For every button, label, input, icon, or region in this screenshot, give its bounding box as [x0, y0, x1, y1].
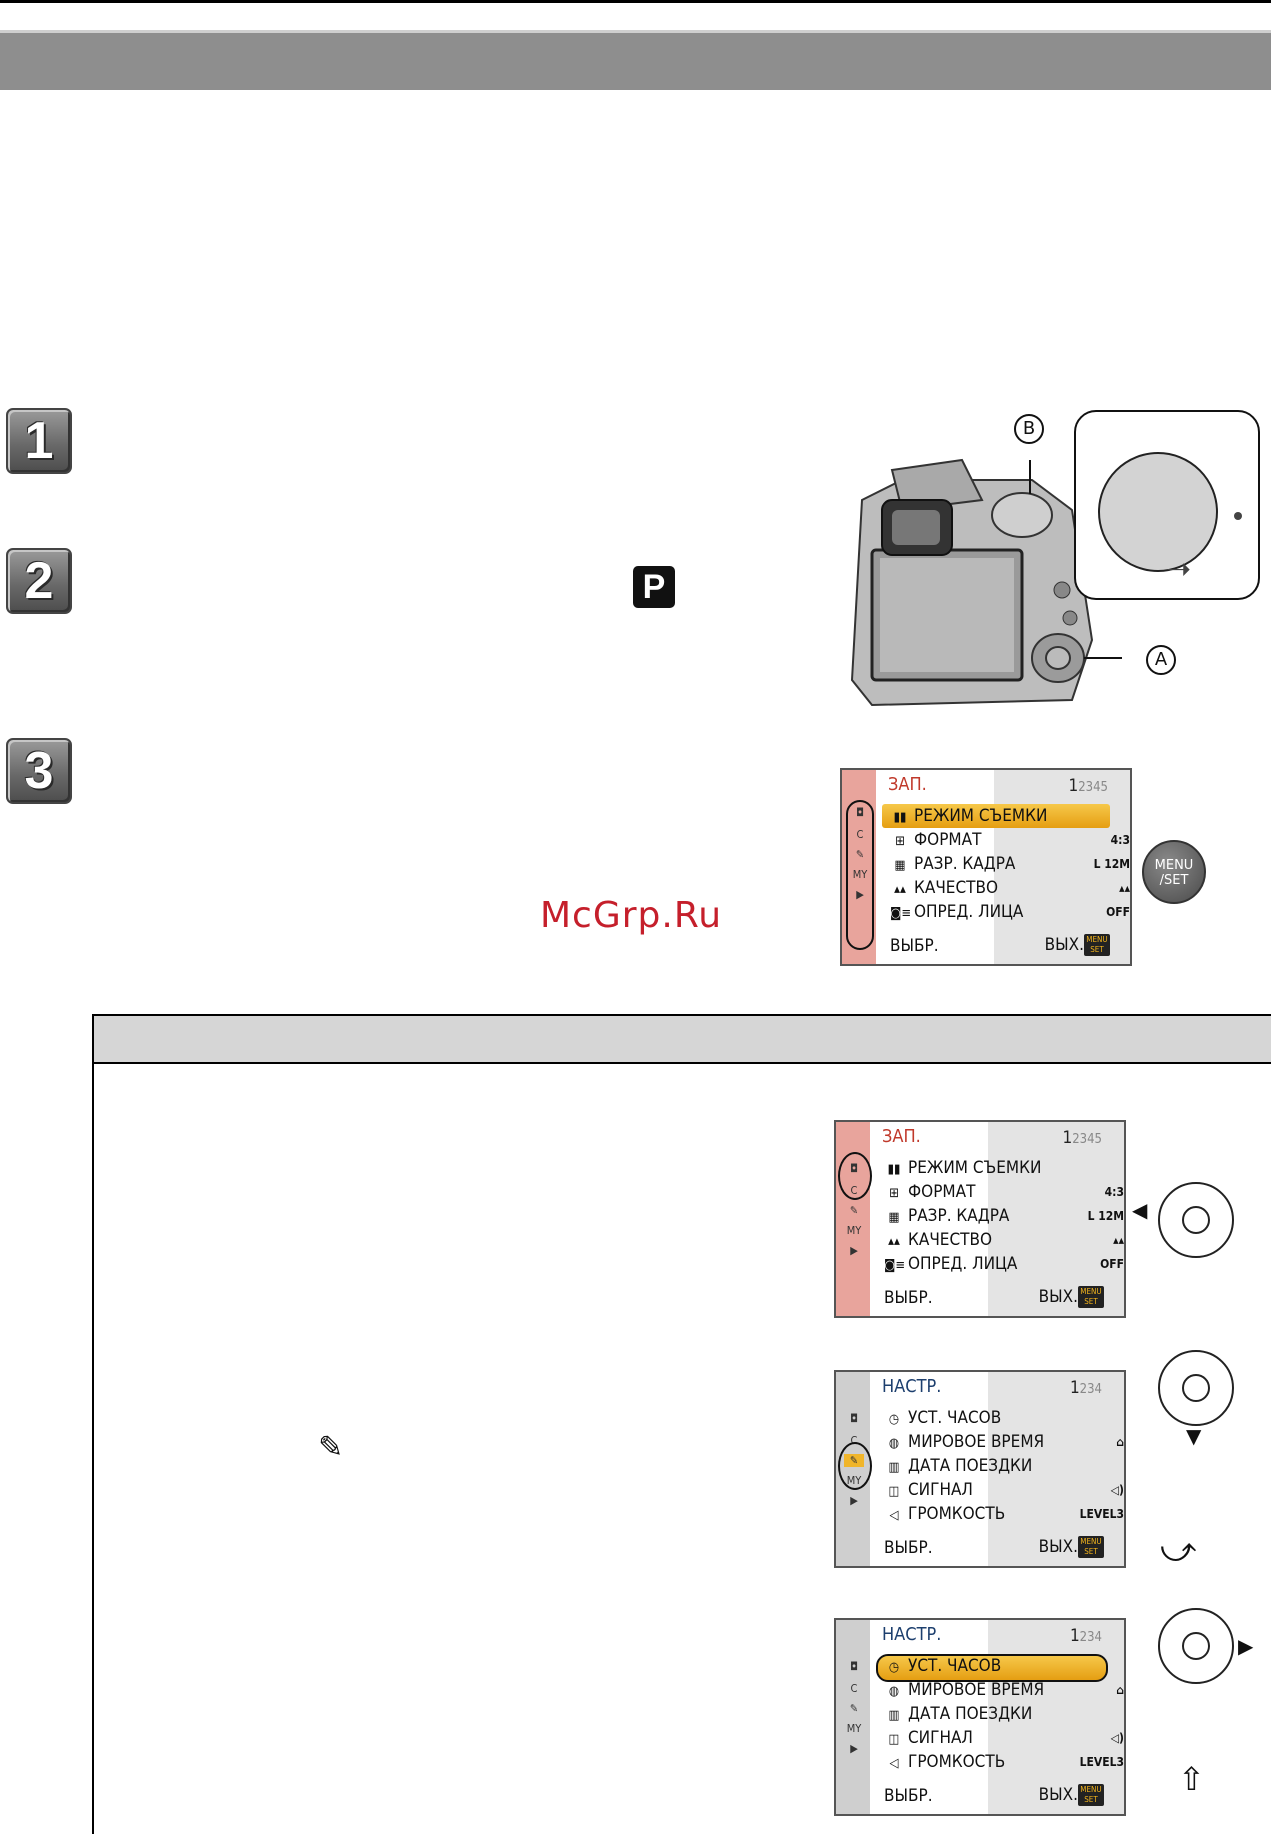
menu-row[interactable]: ◫СИГНАЛ◁) — [888, 1728, 1124, 1748]
note-box — [92, 1014, 1271, 1834]
my-menu-tab-icon: MY — [846, 1722, 862, 1735]
menu-row[interactable]: ▥ДАТА ПОЕЗДКИ — [888, 1704, 1033, 1724]
menu-row[interactable]: ◷УСТ. ЧАСОВ — [888, 1408, 1002, 1428]
select-hint: ВЫБР. — [884, 1288, 933, 1308]
select-hint: ВЫБР. — [890, 936, 939, 956]
setup-tab-icon: ✎ — [849, 1204, 859, 1217]
setup-menu-screen: НАСТР. 1234 ◘ C ✎ MY ▶ ◷УСТ. ЧАСОВ ◍МИРО… — [834, 1370, 1126, 1568]
menu-title: ЗАП. — [888, 774, 927, 795]
menu-row[interactable]: ▴▴КАЧЕСТВО▴▴ — [888, 1230, 1124, 1250]
step-1-badge: 1 — [6, 408, 72, 474]
left-arrow-icon: ◀ — [1132, 1198, 1148, 1222]
menu-row[interactable]: ▮▮РЕЖИМ СЪЕМКИ — [893, 806, 1048, 826]
select-hint: ВЫБР. — [884, 1538, 933, 1558]
page-indicator: 1234 — [1069, 1378, 1102, 1398]
down-arrow-icon: ▼ — [1186, 1424, 1202, 1448]
rec-menu-screen: ЗАП. 12345 ◘ C ✎ MY ▶ ▮▮РЕЖИМ СЪЕМКИ ⊞ФО… — [840, 768, 1132, 966]
section-header-bar — [0, 30, 1271, 90]
menu-title: ЗАП. — [882, 1126, 921, 1147]
playback-tab-icon: ▶ — [850, 1244, 858, 1257]
custom-tab-icon: C — [850, 1434, 858, 1447]
rec-tab-icon: ◘ — [850, 1660, 858, 1673]
selected-row-highlight — [882, 804, 1110, 828]
my-menu-tab-icon: MY — [846, 1224, 862, 1237]
page-indicator: 12345 — [1068, 776, 1109, 796]
menu-row[interactable]: ◫СИГНАЛ◁) — [888, 1480, 1124, 1500]
my-menu-tab-icon: MY — [852, 868, 868, 881]
step-2-badge: 2 — [6, 548, 72, 614]
note-box-header — [94, 1016, 1271, 1064]
menu-title: НАСТР. — [882, 1624, 942, 1645]
right-arrow-icon: ▶ — [1238, 1634, 1254, 1658]
up-arrow-icon: ⇧ — [1178, 1760, 1205, 1798]
tab-highlight-circle — [838, 1442, 872, 1490]
step-3-badge: 3 — [6, 738, 72, 804]
rec-tab-icon: ◘ — [850, 1412, 858, 1425]
selected-row-highlight — [876, 1654, 1108, 1682]
cursor-pad-icon[interactable] — [1158, 1608, 1234, 1684]
menu-row[interactable]: ▴▴КАЧЕСТВО▴▴ — [894, 878, 1130, 898]
setup-tab-icon: ✎ — [849, 1702, 859, 1715]
callout-b: B — [1014, 414, 1044, 444]
camera-illustration — [832, 440, 1142, 710]
cursor-pad-icon[interactable] — [1158, 1182, 1234, 1258]
menu-row[interactable]: ◷УСТ. ЧАСОВ — [888, 1656, 1002, 1676]
playback-tab-icon: ▶ — [850, 1742, 858, 1755]
menu-row[interactable]: ▥ДАТА ПОЕЗДКИ — [888, 1456, 1033, 1476]
cursor-pad-icon[interactable] — [1158, 1350, 1234, 1426]
setup-menu-screen-2: НАСТР. 1234 ◘ C ✎ MY ▶ ◷УСТ. ЧАСОВ ◍МИРО… — [834, 1618, 1126, 1816]
custom-tab-icon: C — [850, 1682, 858, 1695]
watermark: McGrp.Ru — [540, 895, 723, 936]
program-mode-p-icon: P — [633, 566, 675, 608]
select-hint: ВЫБР. — [884, 1786, 933, 1806]
menu-row[interactable]: ▮▮РЕЖИМ СЪЕМКИ — [887, 1158, 1042, 1178]
playback-tab-icon: ▶ — [850, 1494, 858, 1507]
menu-row[interactable]: ◍МИРОВОЕ ВРЕМЯ⌂ — [888, 1432, 1124, 1452]
rear-dial-rotate-icon: ⤻ — [1160, 1530, 1197, 1570]
rotate-arrow-icon: ➝ — [1166, 552, 1192, 587]
callout-a: A — [1146, 645, 1176, 675]
menu-title: НАСТР. — [882, 1376, 942, 1397]
custom-tab-icon: C — [856, 828, 864, 841]
menu-row[interactable]: ◍МИРОВОЕ ВРЕМЯ⌂ — [888, 1680, 1124, 1700]
setup-tab-icon: ✎ — [855, 848, 865, 861]
tab-highlight-circle — [838, 1152, 872, 1200]
tab-column-outline — [846, 800, 874, 950]
top-rule — [0, 0, 1271, 3]
page-indicator: 1234 — [1069, 1626, 1102, 1646]
mode-dial-inset: ➝ — [1074, 410, 1260, 600]
playback-tab-icon: ▶ — [856, 888, 864, 901]
menu-set-button[interactable]: MENU/SET — [1142, 840, 1206, 904]
rec-menu-screen-2: ЗАП. 12345 ◘ C ✎ MY ▶ ▮▮РЕЖИМ СЪЕМКИ ⊞ФО… — [834, 1120, 1126, 1318]
wrench-icon: ✎ — [318, 1430, 344, 1465]
page-indicator: 12345 — [1062, 1128, 1103, 1148]
